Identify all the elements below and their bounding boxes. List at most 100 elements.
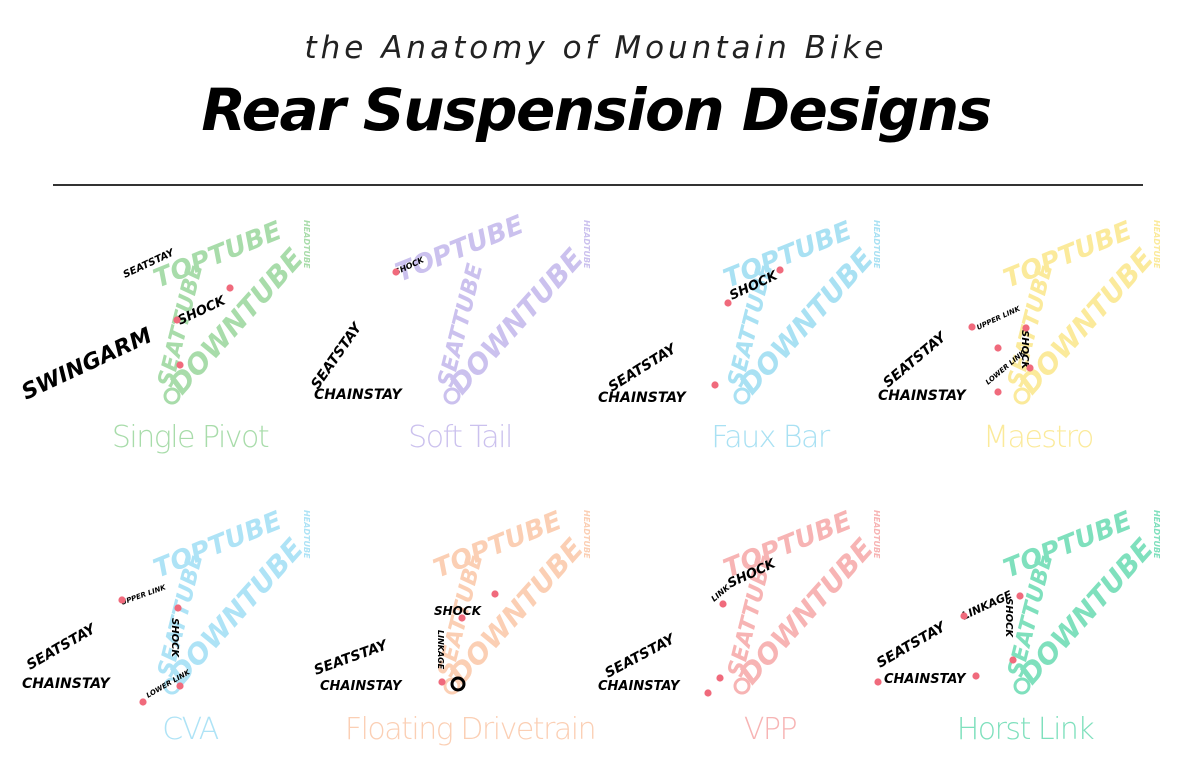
subtitle: the Anatomy of Mountain Bike bbox=[304, 30, 888, 66]
pivot-point bbox=[994, 388, 1002, 396]
bottom-bracket bbox=[163, 387, 181, 405]
label-headtube: HEADTUBE bbox=[1152, 220, 1161, 269]
pivot-point bbox=[176, 361, 184, 369]
pivot-point bbox=[719, 600, 727, 608]
bottom-bracket bbox=[1013, 677, 1031, 695]
label-headtube: HEADTUBE bbox=[582, 220, 591, 269]
design-label-horst-link: Horst Link bbox=[956, 712, 1095, 747]
pivot-point bbox=[724, 299, 732, 307]
page-title: Rear Suspension Designs bbox=[201, 76, 992, 144]
label-headtube: HEADTUBE bbox=[582, 510, 591, 559]
pivot-point bbox=[1026, 364, 1034, 372]
pivot-point bbox=[392, 268, 400, 276]
pivot-point bbox=[139, 698, 147, 706]
label-headtube: HEADTUBE bbox=[302, 510, 311, 559]
pivot-point bbox=[173, 316, 181, 324]
pivot-point bbox=[994, 344, 1002, 352]
label-seatstay: SEATSTAY bbox=[308, 319, 366, 392]
label-swingarm: SWINGARM bbox=[18, 323, 156, 405]
pivot-point bbox=[438, 678, 446, 686]
bottom-bracket bbox=[443, 387, 461, 405]
bottom-bracket bbox=[443, 677, 461, 695]
pivot-point bbox=[458, 614, 466, 622]
label-chainstay: CHAINSTAY bbox=[884, 672, 967, 687]
pivot-point bbox=[1016, 592, 1024, 600]
design-label-maestro: Maestro bbox=[983, 420, 1094, 455]
label-chainstay: CHAINSTAY bbox=[320, 679, 403, 694]
label-seatstay: SEATSTAY bbox=[606, 340, 681, 395]
pivot-point bbox=[960, 612, 968, 620]
design-label-vpp: VPP bbox=[743, 712, 798, 747]
pivot-point bbox=[874, 678, 882, 686]
design-label-single-pivot: Single Pivot bbox=[111, 420, 270, 455]
pivot-point bbox=[716, 674, 724, 682]
label-chainstay: CHAINSTAY bbox=[598, 390, 688, 406]
design-label-faux-bar: Faux Bar bbox=[711, 420, 830, 455]
bottom-bracket bbox=[733, 677, 751, 695]
pivot-point bbox=[1022, 324, 1030, 332]
pivot-point bbox=[491, 590, 499, 598]
label-seatstay: SEATSTAY bbox=[874, 618, 950, 671]
label-shock: SHOCK bbox=[1003, 598, 1014, 638]
label-seatstay: SEATSTAY bbox=[312, 637, 391, 679]
pivot-point bbox=[174, 604, 182, 612]
label-chainstay: CHAINSTAY bbox=[314, 387, 404, 403]
design-label-cva: CVA bbox=[162, 712, 219, 747]
pivot-point bbox=[776, 266, 784, 274]
label-seatstay: SEATSTAY bbox=[602, 631, 679, 682]
label-chainstay: CHAINSTAY bbox=[878, 388, 968, 404]
label-shock: SHOCK bbox=[434, 604, 483, 618]
label-headtube: HEADTUBE bbox=[872, 220, 881, 269]
label-shock: SHOCK bbox=[1019, 330, 1030, 370]
design-label-soft-tail: Soft Tail bbox=[408, 420, 513, 455]
pivot-point bbox=[226, 284, 234, 292]
bottom-bracket bbox=[1013, 387, 1031, 405]
label-headtube: HEADTUBE bbox=[302, 220, 311, 269]
pivot-point bbox=[704, 689, 712, 697]
label-upper-link: UPPER LINK bbox=[975, 304, 1021, 331]
label-seatstay: SEATSTAY bbox=[880, 328, 950, 391]
label-chainstay: CHAINSTAY bbox=[22, 676, 112, 692]
design-label-floating-drivetrain: Floating Drivetrain bbox=[344, 712, 597, 747]
pivot-point bbox=[118, 596, 126, 604]
pivot-point bbox=[176, 682, 184, 690]
label-seatstay: SEATSTAY bbox=[24, 620, 100, 673]
label-linkage: LINKAGE bbox=[436, 630, 445, 670]
label-shock: SHOCK bbox=[169, 618, 180, 658]
pivot-point bbox=[711, 381, 719, 389]
pivot-point bbox=[968, 323, 976, 331]
bottom-bracket bbox=[450, 676, 466, 692]
bottom-bracket bbox=[733, 387, 751, 405]
title-divider bbox=[53, 184, 1143, 186]
label-upper-link: UPPER LINK bbox=[120, 583, 167, 607]
label-headtube: HEADTUBE bbox=[1152, 510, 1161, 559]
label-chainstay: CHAINSTAY bbox=[598, 679, 681, 694]
pivot-point bbox=[1009, 656, 1017, 664]
label-headtube: HEADTUBE bbox=[872, 510, 881, 559]
pivot-point bbox=[972, 672, 980, 680]
